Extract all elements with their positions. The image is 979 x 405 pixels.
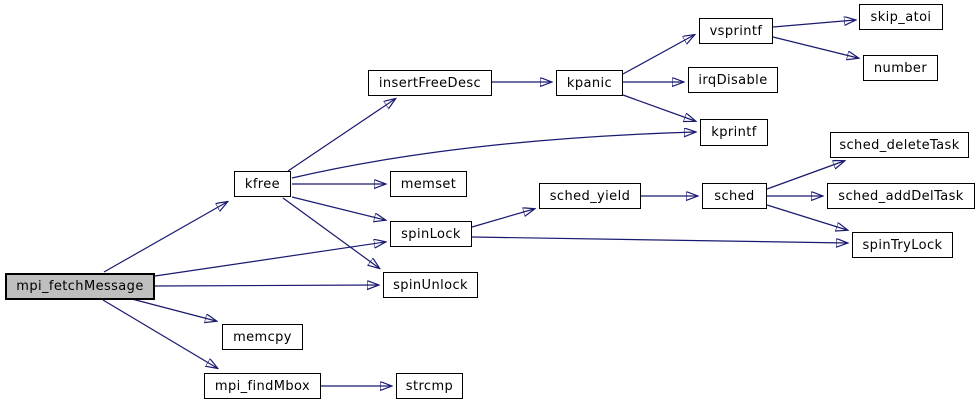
node-insertFreeDesc[interactable]: insertFreeDesc [368, 70, 492, 96]
edge-mpi_fetchMessage-spinUnlock [154, 285, 378, 286]
edge-kfree-kprintf [291, 132, 695, 179]
node-spinUnlock[interactable]: spinUnlock [383, 272, 478, 298]
node-number[interactable]: number [863, 55, 938, 81]
node-memcpy[interactable]: memcpy [222, 324, 303, 350]
node-sched[interactable]: sched [702, 183, 767, 209]
edge-mpi_fetchMessage-mpi_findMbox [102, 299, 217, 368]
edge-spinLock-spinTryLock [471, 236, 847, 243]
node-sched_yield[interactable]: sched_yield [539, 183, 641, 209]
node-kpanic[interactable]: kpanic [556, 70, 623, 96]
edge-kpanic-kprintf [622, 94, 695, 121]
edge-vsprintf-number [772, 36, 858, 58]
node-skip_atoi[interactable]: skip_atoi [859, 4, 943, 30]
node-strcmp[interactable]: strcmp [396, 373, 463, 399]
node-kprintf[interactable]: kprintf [700, 119, 768, 146]
node-spinLock[interactable]: spinLock [390, 221, 472, 247]
edge-kfree-insertFreeDesc [287, 99, 395, 172]
edge-kpanic-vsprintf [622, 35, 694, 75]
edge-mpi_fetchMessage-kfree [103, 202, 227, 273]
edge-kfree-spinLock [291, 196, 385, 220]
edge-mpi_fetchMessage-spinLock [154, 242, 385, 277]
edge-kfree-spinUnlock [282, 197, 379, 268]
edge-sched-sched_deleteTask [766, 161, 844, 190]
node-vsprintf[interactable]: vsprintf [699, 18, 773, 44]
node-mpi_fetchMessage: mpi_fetchMessage [5, 273, 155, 300]
edge-sched-spinTryLock [766, 204, 847, 230]
edge-mpi_fetchMessage-memcpy [127, 297, 216, 321]
node-kfree[interactable]: kfree [234, 171, 291, 197]
edge-spinLock-sched_yield [471, 209, 534, 228]
edge-vsprintf-skip_atoi [772, 20, 855, 28]
node-mpi_findMbox[interactable]: mpi_findMbox [204, 373, 321, 399]
node-sched_deleteTask[interactable]: sched_deleteTask [830, 132, 969, 158]
node-irqDisable[interactable]: irqDisable [688, 67, 778, 93]
node-memset[interactable]: memset [390, 171, 467, 197]
node-spinTryLock[interactable]: spinTryLock [852, 232, 953, 258]
node-sched_addDelTask[interactable]: sched_addDelTask [827, 183, 975, 209]
